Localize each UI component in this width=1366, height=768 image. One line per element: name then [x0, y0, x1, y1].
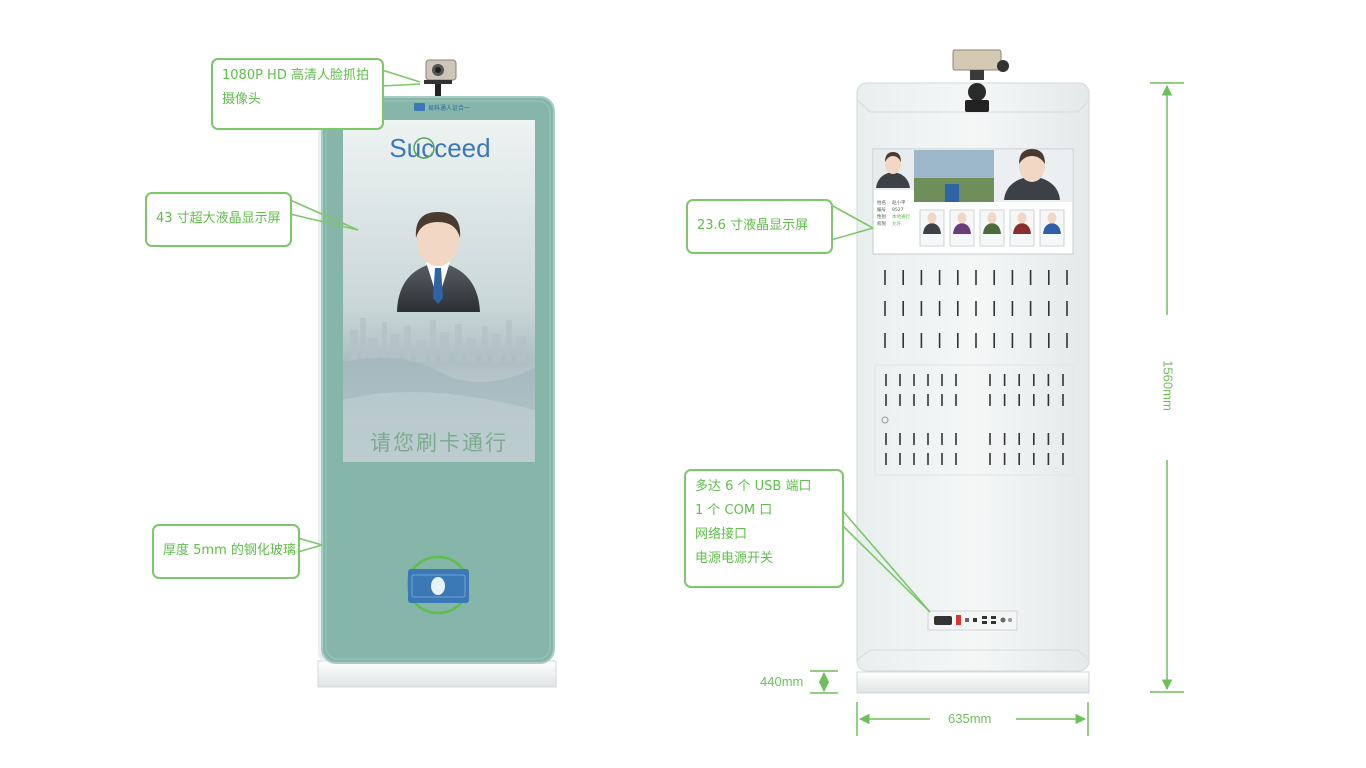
back-screen-person-large: [1004, 149, 1060, 200]
glass-callout: 厚度 5mm 的钢化玻璃: [152, 524, 300, 579]
info-value-name: 赵小平: [892, 199, 906, 206]
height-dimension-value: 1560mm: [1160, 360, 1176, 411]
swipe-card-prompt: 请您刷卡通行: [370, 431, 508, 455]
thumbnail-face: [927, 212, 937, 224]
thumbnail-face: [1017, 212, 1027, 224]
power-indicator-icon: [881, 416, 889, 424]
depth-dimension-value: 440mm: [760, 674, 804, 689]
camera-callout: 1080P HD 高清人脸抓拍 摄像头: [211, 58, 384, 130]
info-label-status: 性别: [877, 213, 886, 220]
back-kiosk: 姓名 赵小平 编号 9527 性别 本地通行 权限 允许: [856, 49, 1090, 694]
front-kiosk: 易科通人证合一 Succeed 请您刷卡通行: [317, 59, 557, 688]
ports-callout-power: 电源电源开关: [695, 551, 774, 566]
thumbnail-face: [957, 212, 967, 224]
thumbnail-person-icon: [1013, 223, 1031, 234]
camera-callout-line-1: 1080P HD 高清人脸抓拍: [222, 68, 369, 83]
ports-callout-network: 网络接口: [695, 527, 748, 542]
camera-callout-line-2: 摄像头: [222, 92, 262, 107]
info-value-id: 9527: [892, 207, 904, 213]
vent-slots: [884, 270, 1068, 465]
front-screen-callout: 43 寸超大液晶显示屏: [145, 192, 292, 247]
info-value-status: 本地通行: [892, 213, 910, 220]
thumbnail-strip: [919, 209, 1065, 247]
front-header-text: 易科通人证合一: [428, 104, 470, 112]
card-reader-icon: [406, 555, 470, 615]
back-screen-callout: 23.6 寸液晶显示屏: [686, 199, 833, 254]
info-label-name: 姓名: [877, 199, 886, 206]
thumbnail-person-icon: [953, 223, 971, 234]
thumbnail-person-icon: [983, 223, 1001, 234]
thumbnail-person-icon: [923, 223, 941, 234]
ports-callout: 多达 6 个 USB 端口 1 个 COM 口 网络接口 电源电源开关: [684, 469, 844, 588]
back-screen: 姓名 赵小平 编号 9527 性别 本地通行 权限 允许: [872, 148, 1074, 255]
port-panel: [927, 610, 1018, 631]
city-skyline: [350, 318, 526, 362]
leader-lines: [289, 69, 931, 613]
back-screen-person-small: [876, 152, 910, 188]
width-dimension-value: 635mm: [948, 711, 992, 726]
height-dimension-label: 1560mm: [1161, 346, 1176, 426]
thumbnail-face: [1047, 212, 1057, 224]
ports-callout-usb: 多达 6 个 USB 端口: [695, 479, 812, 494]
brand-logo: Succeed: [389, 133, 490, 163]
width-dimension-label: 635mm: [948, 711, 991, 726]
camera-icon: [424, 59, 457, 96]
rear-camera-icon: [952, 49, 1009, 112]
back-screen-callout-text: 23.6 寸液晶显示屏: [697, 218, 809, 233]
glass-callout-text: 厚度 5mm 的钢化玻璃: [163, 543, 296, 558]
ports-callout-com: 1 个 COM 口: [695, 503, 773, 518]
thumbnail-face: [987, 212, 997, 224]
front-screen-callout-text: 43 寸超大液晶显示屏: [156, 211, 281, 226]
info-label-perm: 权限: [877, 220, 886, 227]
info-value-perm: 允许: [892, 220, 901, 227]
globe-icon: [413, 137, 435, 159]
thumbnail-person-icon: [1043, 223, 1061, 234]
depth-dimension-label: 440mm: [760, 674, 803, 689]
info-label-id: 编号: [877, 206, 886, 213]
person-icon: [397, 212, 480, 312]
dimension-lines: [810, 82, 1184, 736]
